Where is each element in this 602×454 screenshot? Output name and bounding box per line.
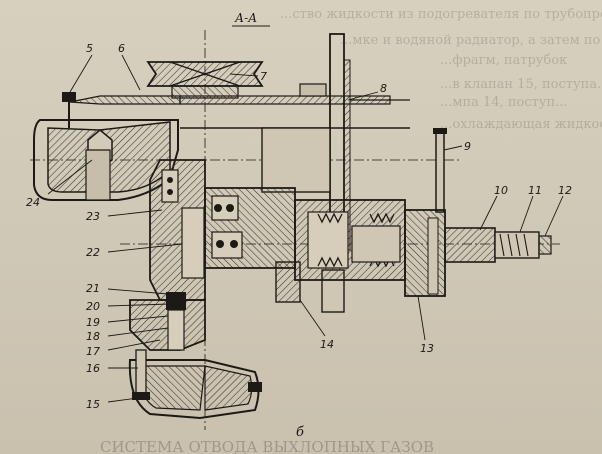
bg-line-1: ...ство жидкости из подогревателя по тру… (280, 7, 602, 22)
bg-line-2: ...мке и водяной радиатор, а затем по (340, 33, 601, 48)
label-21: 21 (86, 282, 100, 295)
bg-line-3: ...фрагм, патрубок (440, 53, 567, 68)
gear-block (204, 187, 345, 313)
label-22: 22 (86, 246, 100, 259)
label-16: 16 (86, 362, 100, 375)
label-20: 20 (86, 300, 100, 313)
label-24: 24 (26, 196, 40, 209)
label-5: 5 (86, 42, 93, 55)
shaft-assembly (294, 199, 552, 297)
label-6: 6 (118, 42, 125, 55)
label-8: 8 (380, 82, 387, 95)
main-housing-left (149, 159, 206, 301)
upper-tube (179, 33, 410, 255)
label-23: 23 (86, 210, 100, 223)
label-12: 12 (558, 184, 572, 197)
rod-9 (433, 128, 447, 213)
lower-valve (128, 292, 262, 420)
figure-caption: б (296, 425, 304, 440)
label-11: 11 (528, 184, 542, 197)
pulley (146, 61, 264, 99)
label-7: 7 (260, 70, 267, 83)
label-15: 15 (86, 398, 100, 411)
bg-line-5: ...мпа 14, поступ... (440, 95, 568, 110)
fan-housing (33, 92, 181, 201)
label-17: 17 (86, 345, 100, 358)
bg-line-6: ...охлаждающая жидкость... (440, 117, 602, 132)
label-9: 9 (464, 140, 471, 153)
label-14: 14 (320, 338, 334, 351)
label-18: 18 (86, 330, 100, 343)
part-labels: 5 6 7 8 9 10 11 12 13 14 15 16 17 18 19 … (26, 42, 572, 411)
footer-heading: СИСТЕМА ОТВОДА ВЫХЛОПНЫХ ГАЗОВ (100, 438, 434, 454)
label-19: 19 (86, 316, 100, 329)
background-text: ...ство жидкости из подогревателя по тру… (280, 7, 602, 132)
bg-line-4: ...в клапан 15, поступа... (440, 77, 602, 92)
label-10: 10 (494, 184, 508, 197)
label-13: 13 (420, 342, 434, 355)
leader-lines (47, 54, 564, 403)
section-label: А-А (234, 11, 257, 25)
